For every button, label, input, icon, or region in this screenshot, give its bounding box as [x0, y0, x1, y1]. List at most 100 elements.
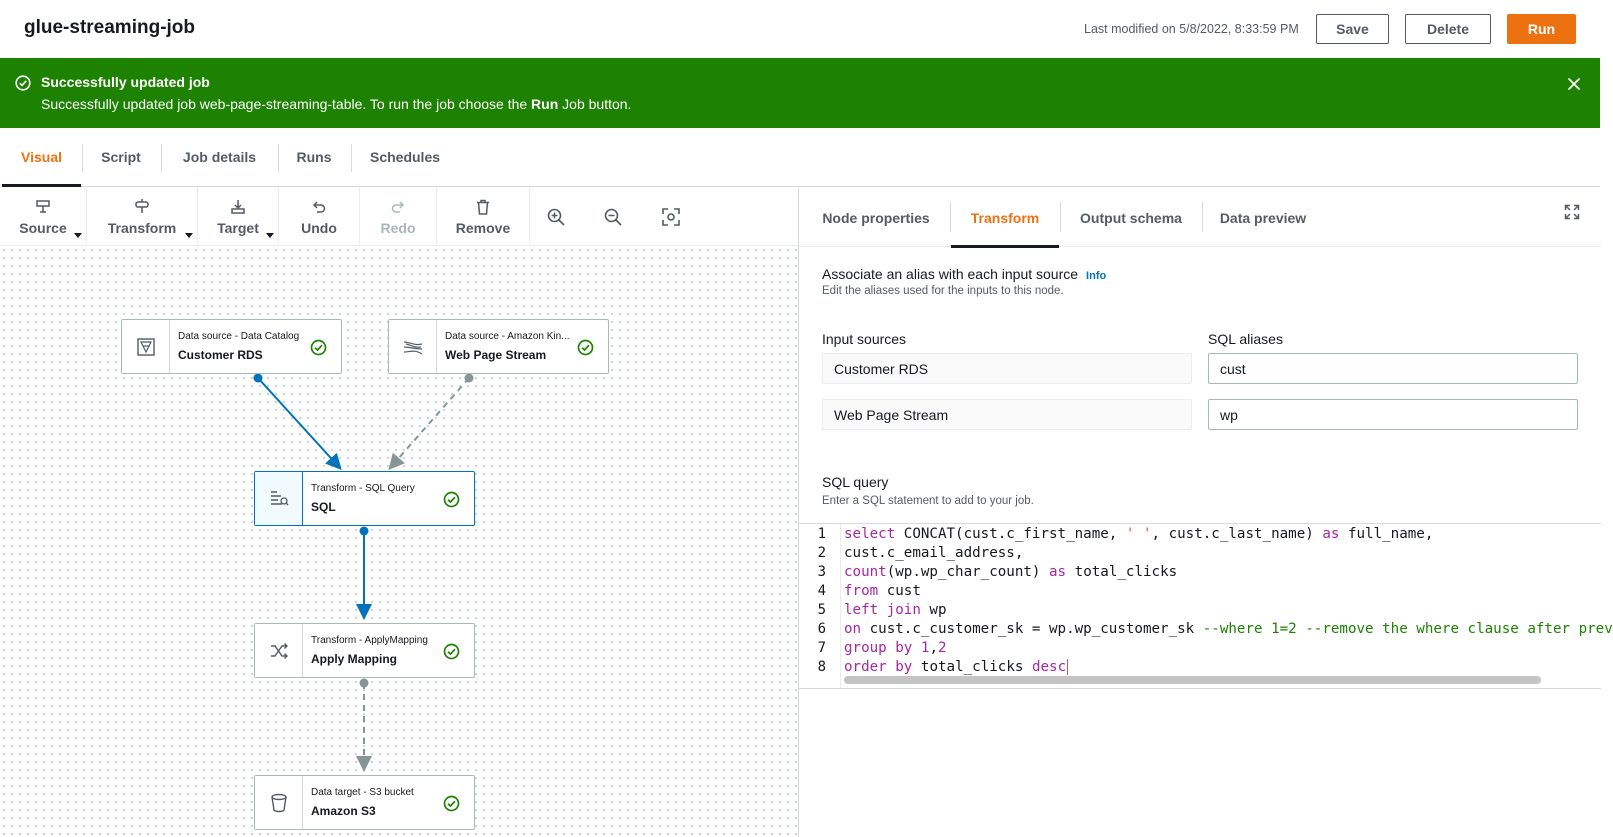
text-cursor [1067, 659, 1069, 675]
tab-transform[interactable]: Transform [951, 188, 1059, 248]
remove-button[interactable]: Remove [437, 188, 529, 246]
line-number: 5 [817, 602, 826, 618]
line-number: 4 [817, 583, 826, 599]
check-circle-icon [443, 491, 460, 508]
input-sources-label: Input sources [822, 331, 907, 347]
code-line: order by total_clicks desc [844, 659, 1069, 675]
code-line: on cust.c_customer_sk = wp.wp_customer_s… [844, 621, 1613, 637]
node-kind: Transform - ApplyMapping [311, 635, 428, 646]
sql-alias-input[interactable]: cust [1208, 353, 1578, 384]
page-header: glue-streaming-job Last modified on 5/8/… [0, 0, 1600, 58]
zoom-out-icon[interactable] [602, 206, 624, 228]
info-link[interactable]: Info [1086, 270, 1107, 282]
tab-runs[interactable]: Runs [296, 149, 332, 165]
node-apply-mapping[interactable]: Transform - ApplyMapping Apply Mapping [254, 623, 475, 678]
line-number: 3 [817, 564, 826, 580]
node-name: SQL [311, 500, 336, 514]
check-circle-icon [15, 75, 31, 91]
sql-query-description: Enter a SQL statement to add to your job… [822, 495, 1034, 507]
toolbar-divider [436, 188, 437, 246]
node-name: Web Page Stream [445, 348, 547, 362]
transform-button[interactable]: Transform [87, 188, 197, 246]
run-button[interactable]: Run [1507, 14, 1576, 44]
shuffle-icon [255, 624, 303, 677]
graph-canvas[interactable]: Data source - Data Catalog Customer RDS … [0, 246, 798, 837]
trash-icon [477, 199, 489, 215]
remove-label: Remove [455, 219, 511, 236]
tab-job-details[interactable]: Job details [182, 149, 257, 165]
last-modified-text: Last modified on 5/8/2022, 8:33:59 PM [1084, 22, 1299, 36]
node-name: Apply Mapping [311, 652, 397, 666]
tab-divider [351, 144, 352, 172]
target-button[interactable]: Target [198, 188, 278, 246]
code-line: from cust [844, 583, 921, 599]
line-number: 2 [817, 545, 826, 561]
tab-divider [1202, 202, 1203, 232]
tab-script[interactable]: Script [101, 149, 141, 165]
tab-divider [82, 144, 83, 172]
node-config-panel: Node properties Transform Output schema … [798, 188, 1613, 837]
kinesis-icon [389, 320, 437, 373]
toolbar-divider [529, 188, 530, 246]
toolbar-divider [278, 188, 279, 246]
toolbar-divider [359, 188, 360, 246]
alias-section-title: Associate an alias with each input sourc… [822, 266, 1106, 282]
panel-tabs: Node properties Transform Output schema … [799, 188, 1601, 248]
undo-button[interactable]: Undo [279, 188, 359, 246]
sql-aliases-label: SQL aliases [1208, 331, 1283, 347]
tab-schedules[interactable]: Schedules [369, 149, 441, 165]
editor-gutter: 1 2 3 4 5 6 7 8 [799, 524, 841, 688]
canvas-toolbar: Source Transform Target Undo R [0, 188, 798, 246]
code-line: cust.c_email_address, [844, 545, 1024, 561]
sql-query-icon [255, 472, 303, 525]
code-line: group by 1,2 [844, 640, 947, 656]
node-amazon-s3[interactable]: Data target - S3 bucket Amazon S3 [254, 775, 475, 830]
zoom-in-icon[interactable] [545, 206, 567, 228]
source-label: Source [19, 219, 67, 236]
tab-divider [278, 144, 279, 172]
flash-title: Successfully updated job [41, 74, 210, 90]
toolbar-divider [86, 188, 87, 246]
toolbar-divider [197, 188, 198, 246]
line-number: 8 [817, 659, 826, 675]
delete-button[interactable]: Delete [1405, 14, 1491, 44]
edge-port [359, 526, 369, 536]
node-web-page-stream[interactable]: Data source - Amazon Kin... Web Page Str… [388, 319, 609, 374]
chevron-down-icon [266, 233, 274, 238]
tab-visual[interactable]: Visual [2, 128, 81, 187]
tab-data-preview[interactable]: Data preview [1219, 209, 1307, 226]
bucket-icon [255, 776, 303, 829]
undo-icon [312, 200, 326, 213]
tab-node-properties[interactable]: Node properties [822, 209, 930, 226]
check-circle-icon [577, 339, 594, 356]
edge-customer-rds-to-sql [257, 377, 342, 470]
node-kind: Data source - Data Catalog [178, 331, 300, 342]
check-circle-icon [310, 339, 327, 356]
alias-section-title-text: Associate an alias with each input sourc… [822, 266, 1079, 282]
close-icon[interactable] [1566, 76, 1582, 92]
horizontal-scrollbar[interactable] [844, 676, 1541, 684]
flash-message: Successfully updated job web-page-stream… [41, 96, 631, 112]
transform-icon [135, 198, 149, 213]
undo-label: Undo [301, 219, 337, 236]
flash-message-tail: Job button. [558, 96, 632, 112]
alias-section-description: Edit the aliases used for the inputs to … [822, 285, 1064, 297]
flash-message-text: Successfully updated job web-page-stream… [41, 96, 532, 112]
node-kind: Data target - S3 bucket [311, 787, 414, 798]
check-circle-icon [443, 795, 460, 812]
redo-button[interactable]: Redo [360, 188, 436, 246]
node-sql[interactable]: Transform - SQL Query SQL [254, 471, 475, 526]
sql-code-editor[interactable]: 1 2 3 4 5 6 7 8 select CONCAT(cust.c_fir… [799, 523, 1613, 689]
tab-output-schema[interactable]: Output schema [1080, 209, 1182, 226]
chevron-down-icon [74, 233, 82, 238]
save-button[interactable]: Save [1316, 14, 1389, 44]
code-line: count(wp.wp_char_count) as total_clicks [844, 564, 1178, 580]
source-icon [36, 199, 50, 213]
tab-divider [1060, 202, 1061, 232]
sql-alias-input[interactable]: wp [1208, 399, 1578, 430]
fit-to-screen-icon[interactable] [660, 206, 682, 228]
expand-icon[interactable] [1564, 204, 1580, 220]
source-button[interactable]: Source [0, 188, 86, 246]
node-customer-rds[interactable]: Data source - Data Catalog Customer RDS [121, 319, 342, 374]
edge-port [359, 678, 369, 688]
